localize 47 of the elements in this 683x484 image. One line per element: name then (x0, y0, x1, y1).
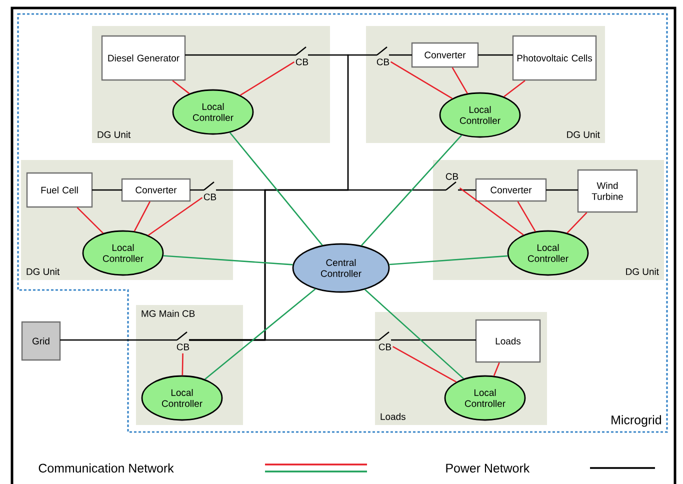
power-line (190, 189, 204, 191)
power-line (389, 54, 412, 56)
power-line (189, 339, 379, 341)
power-line (185, 54, 296, 56)
component-box: Wind Turbine (577, 169, 638, 213)
grid-box: Grid (21, 321, 61, 361)
circuit-breaker: CB (176, 332, 190, 350)
communication-link (390, 61, 453, 99)
communication-link (240, 61, 295, 96)
communication-link (452, 67, 468, 94)
power-line (92, 189, 122, 191)
power-line (60, 339, 177, 341)
component-box: Converter (475, 178, 547, 202)
communication-link (566, 212, 588, 234)
communication-link (517, 201, 536, 232)
communication-link (182, 353, 184, 376)
circuit-breaker: CB (376, 46, 390, 66)
communication-link (76, 207, 104, 234)
power-line (391, 339, 476, 341)
legend-label: Power Network (446, 463, 530, 473)
communication-link (134, 201, 151, 232)
component-box: Diesel Generator (101, 35, 186, 81)
communication-link (163, 255, 293, 266)
component-box: Converter (121, 178, 191, 202)
component-box: Converter (411, 42, 479, 68)
communication-link (459, 188, 524, 236)
circuit-breaker: CB (378, 332, 392, 350)
communication-link (148, 197, 203, 236)
communication-link (493, 362, 500, 376)
communication-link (504, 80, 526, 98)
communication-link (392, 346, 457, 382)
communication-link (360, 134, 462, 246)
communication-link (172, 80, 190, 94)
component-box: Fuel Cell (26, 172, 93, 208)
component-box: Photovoltaic Cells (512, 35, 597, 81)
communication-link (364, 289, 464, 380)
legend-label: Communication Network (38, 463, 174, 473)
power-line (458, 189, 476, 191)
circuit-breaker: CB (296, 46, 308, 66)
communication-link (229, 132, 323, 246)
power-line (546, 189, 578, 191)
circuit-breaker: CB (204, 182, 216, 200)
circuit-breaker: CB (446, 173, 458, 190)
communication-link (204, 288, 316, 380)
power-line (478, 54, 513, 56)
component-box: Loads (475, 319, 541, 363)
communication-link (389, 255, 508, 266)
